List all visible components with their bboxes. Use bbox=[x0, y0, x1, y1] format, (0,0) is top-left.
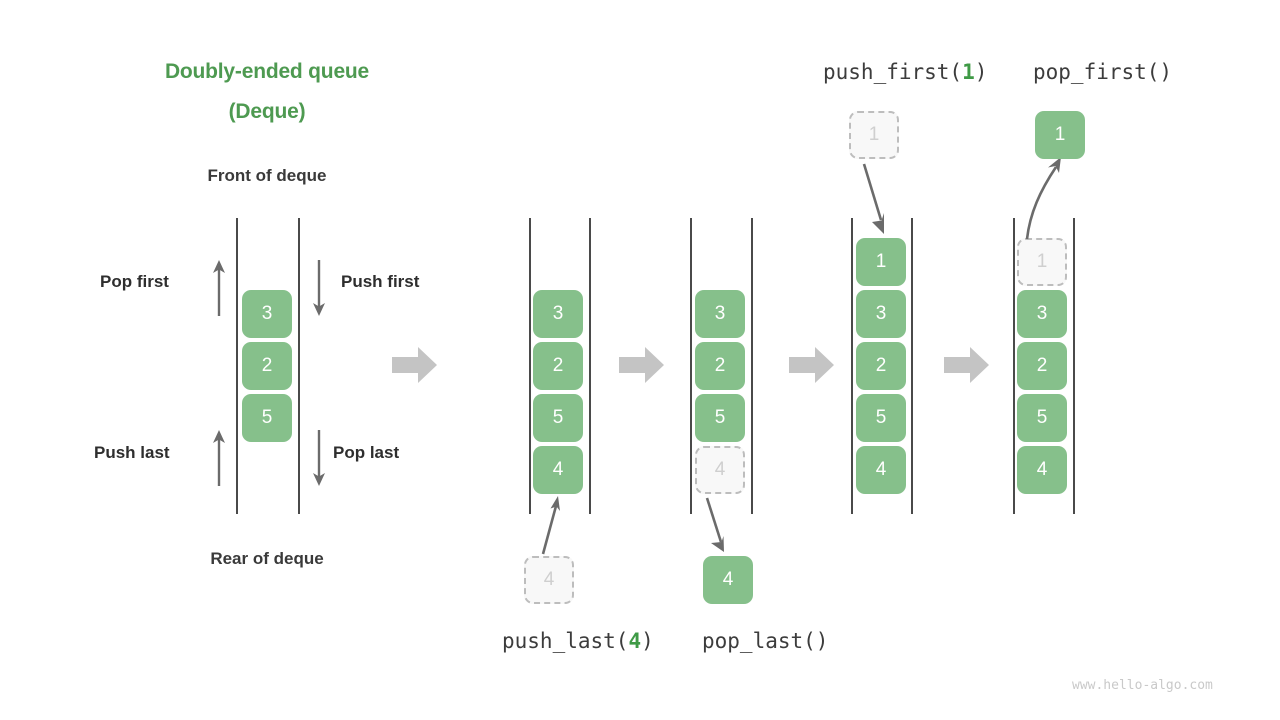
push-last-arrow-icon bbox=[208, 428, 230, 488]
cell-base-1: 2 bbox=[242, 342, 292, 390]
push-first-op-close: ) bbox=[974, 60, 988, 84]
step-arrow-2-icon bbox=[619, 345, 665, 385]
cell-col3-2: 5 bbox=[695, 394, 745, 442]
pop-first-label: Pop first bbox=[100, 272, 169, 291]
cell-col2-2: 5 bbox=[533, 394, 583, 442]
pop-last-arrow-icon bbox=[308, 428, 330, 488]
cell-col4-4: 4 bbox=[856, 446, 906, 494]
pop-last-eject-arrow-icon bbox=[700, 496, 740, 558]
cell-col5-2: 5 bbox=[1017, 394, 1067, 442]
pop-first-arrow-icon bbox=[208, 258, 230, 318]
cell-pop-last-result: 4 bbox=[703, 556, 753, 604]
pop-first-op-name: pop_first() bbox=[1033, 60, 1173, 84]
step-arrow-1-icon bbox=[392, 345, 438, 385]
step-arrow-4-icon bbox=[944, 345, 990, 385]
ghost-cell-col5-removed: 1 bbox=[1017, 238, 1067, 286]
page-title-line2: (Deque) bbox=[228, 100, 306, 123]
rail-col5-right bbox=[1073, 218, 1075, 514]
cell-col4-1: 3 bbox=[856, 290, 906, 338]
ghost-cell-push-first-source: 1 bbox=[849, 111, 899, 159]
step-arrow-3-icon bbox=[789, 345, 835, 385]
ghost-cell-push-last-source: 4 bbox=[524, 556, 574, 604]
rear-of-deque-label: Rear of deque bbox=[210, 549, 324, 568]
rail-col4-right bbox=[911, 218, 913, 514]
pop-last-label: Pop last bbox=[333, 443, 400, 462]
cell-base-0: 3 bbox=[242, 290, 292, 338]
push-first-insert-arrow-icon bbox=[862, 162, 906, 240]
pop-first-operation-label: pop_first() bbox=[1033, 60, 1172, 84]
cell-col3-1: 2 bbox=[695, 342, 745, 390]
cell-col5-3: 4 bbox=[1017, 446, 1067, 494]
push-first-op-arg: 1 bbox=[962, 60, 975, 84]
cell-col5-0: 3 bbox=[1017, 290, 1067, 338]
rail-col4-left bbox=[851, 218, 853, 514]
cell-col2-0: 3 bbox=[533, 290, 583, 338]
rail-col5-left bbox=[1013, 218, 1015, 514]
push-first-operation-label: push_first(1) bbox=[823, 60, 987, 84]
cell-col4-3: 5 bbox=[856, 394, 906, 442]
rail-left-base-left bbox=[236, 218, 238, 514]
push-last-op-arg: 4 bbox=[628, 629, 642, 653]
ghost-cell-col3-removed: 4 bbox=[695, 446, 745, 494]
rail-col3-left bbox=[690, 218, 692, 514]
push-last-insert-arrow-icon bbox=[535, 492, 575, 558]
push-first-label: Push first bbox=[341, 272, 420, 291]
push-first-op-name: push_first( bbox=[823, 60, 963, 84]
push-last-op-name: push_last( bbox=[502, 629, 629, 653]
cell-pop-first-result: 1 bbox=[1035, 111, 1085, 159]
front-of-deque-label: Front of deque bbox=[207, 166, 327, 185]
push-first-arrow-icon bbox=[308, 258, 330, 318]
cell-col5-1: 2 bbox=[1017, 342, 1067, 390]
push-last-operation-label: push_last(4) bbox=[502, 629, 654, 653]
pop-last-op-name: pop_last() bbox=[702, 629, 829, 653]
cell-base-2: 5 bbox=[242, 394, 292, 442]
push-last-label: Push last bbox=[94, 443, 170, 462]
push-last-op-close: ) bbox=[641, 629, 654, 653]
cell-col4-0: 1 bbox=[856, 238, 906, 286]
rail-col2-right bbox=[589, 218, 591, 514]
page-title-line1: Doubly-ended queue bbox=[164, 60, 370, 83]
rail-col3-right bbox=[751, 218, 753, 514]
cell-col3-0: 3 bbox=[695, 290, 745, 338]
watermark-url: www.hello-algo.com bbox=[1072, 678, 1213, 693]
pop-first-eject-arrow-icon bbox=[1020, 155, 1070, 241]
cell-col2-1: 2 bbox=[533, 342, 583, 390]
cell-col2-3: 4 bbox=[533, 446, 583, 494]
rail-left-base-right bbox=[298, 218, 300, 514]
rail-col2-left bbox=[529, 218, 531, 514]
cell-col4-2: 2 bbox=[856, 342, 906, 390]
pop-last-operation-label: pop_last() bbox=[702, 629, 828, 653]
